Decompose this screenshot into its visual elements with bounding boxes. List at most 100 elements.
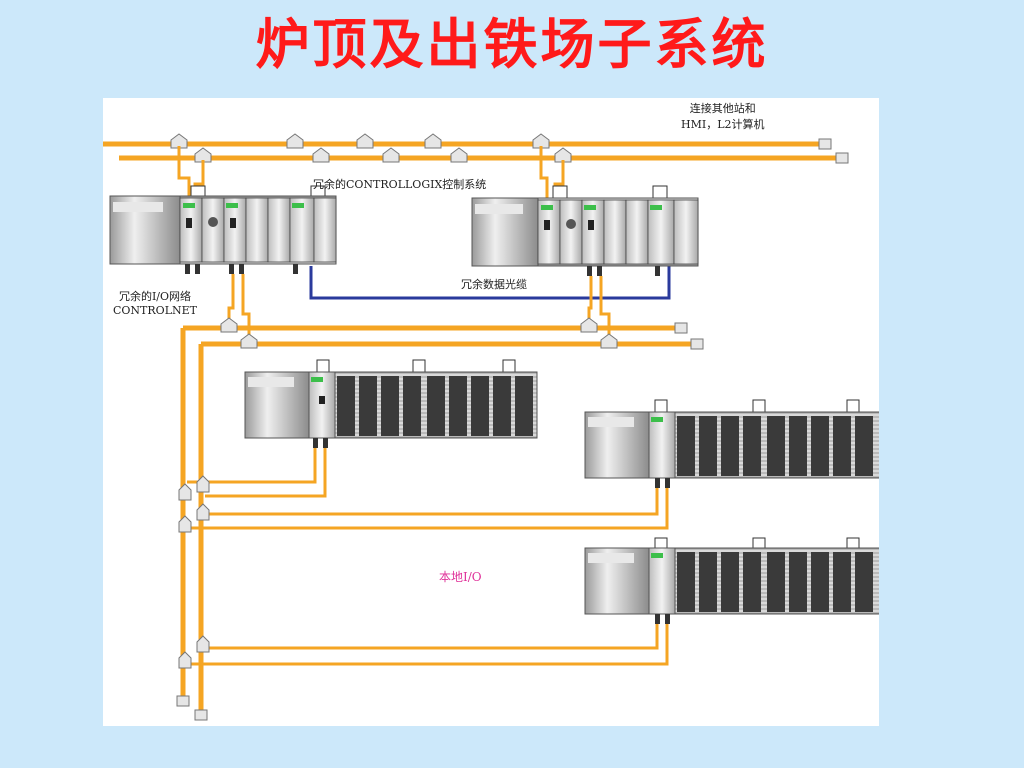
io-module bbox=[359, 376, 377, 436]
tap-connector bbox=[170, 133, 188, 149]
tap-connector bbox=[196, 503, 210, 521]
tap-connector bbox=[382, 147, 400, 163]
redundancy-module bbox=[625, 199, 649, 265]
tap-connector bbox=[532, 133, 550, 149]
drop-cable bbox=[227, 274, 235, 326]
adapter-switch bbox=[319, 396, 325, 404]
io-module bbox=[471, 376, 489, 436]
bnc-connector bbox=[323, 438, 328, 448]
power-supply-label bbox=[475, 204, 523, 214]
io-module bbox=[449, 376, 467, 436]
io-module bbox=[811, 552, 829, 612]
controlnet-terminator bbox=[674, 322, 688, 334]
fiber-label: 冗余数据光缆 bbox=[461, 278, 527, 291]
controllernet-module bbox=[245, 197, 269, 263]
io-chassis-1 bbox=[244, 359, 538, 448]
controlnet-taps bbox=[220, 317, 618, 349]
rotary-switch bbox=[208, 217, 218, 227]
status-led bbox=[651, 553, 663, 558]
trunk-cables bbox=[103, 138, 849, 164]
drop-cable bbox=[599, 276, 611, 342]
mount-bracket bbox=[654, 399, 668, 413]
controlnet-adapter bbox=[308, 371, 336, 439]
io-module bbox=[673, 199, 699, 265]
controller-chassis-left bbox=[109, 185, 337, 274]
controlnet-label-line1: 冗余的I/O网络 bbox=[118, 290, 192, 303]
io-module bbox=[833, 416, 851, 476]
controller-io-drops bbox=[227, 274, 611, 342]
io-module bbox=[721, 416, 739, 476]
io-module bbox=[699, 416, 717, 476]
controlnet-adapter bbox=[648, 411, 676, 479]
bnc-connector bbox=[195, 264, 200, 274]
drop-cable bbox=[187, 448, 317, 484]
mount-bracket bbox=[652, 185, 668, 199]
status-led bbox=[183, 203, 195, 208]
io-module bbox=[337, 376, 355, 436]
slide-title: 炉顶及出铁场子系统 bbox=[255, 12, 769, 76]
mount-bracket bbox=[502, 359, 516, 373]
io-module bbox=[313, 197, 337, 263]
status-led bbox=[584, 205, 596, 210]
key-switch bbox=[230, 218, 236, 228]
local-io-label: 本地I/O bbox=[439, 570, 482, 584]
key-switch bbox=[544, 220, 550, 230]
tap-connector bbox=[178, 483, 192, 501]
io-module bbox=[381, 376, 399, 436]
bnc-connector bbox=[587, 266, 592, 276]
controlnet-terminator bbox=[690, 338, 704, 350]
io-module bbox=[721, 552, 739, 612]
io-module bbox=[515, 376, 533, 436]
tap-connector bbox=[312, 147, 330, 163]
controllernet-module bbox=[603, 199, 627, 265]
io-module bbox=[743, 552, 761, 612]
mount-bracket bbox=[846, 399, 860, 413]
tap-connector bbox=[600, 333, 618, 349]
hmi-connection-label: 连接其他站和 HMI，L2计算机 bbox=[681, 100, 765, 132]
hmi-label-line1: 连接其他站和 bbox=[689, 102, 756, 115]
controlnet-label-line2: CONTROLNET bbox=[113, 304, 197, 317]
status-led bbox=[541, 205, 553, 210]
trunk-terminator-a bbox=[818, 138, 832, 150]
io-chassis-2 bbox=[584, 399, 879, 488]
drop-cable bbox=[539, 146, 549, 198]
bnc-connector bbox=[597, 266, 602, 276]
tap-connector bbox=[194, 147, 212, 163]
status-led bbox=[651, 417, 663, 422]
io-module bbox=[855, 552, 873, 612]
bnc-connector bbox=[655, 614, 660, 624]
power-supply-label bbox=[248, 377, 294, 387]
diagram-canvas bbox=[103, 133, 879, 721]
controllogix-label: 冗余的CONTROLLOGIX控制系统 bbox=[313, 178, 487, 191]
network-diagram: 连接其他站和 HMI，L2计算机 冗余的CONTROLLOGIX控制系统 冗余的… bbox=[103, 98, 879, 726]
tap-connector bbox=[450, 147, 468, 163]
io-taps bbox=[178, 475, 210, 669]
fiber-module bbox=[289, 197, 315, 263]
mount-bracket bbox=[412, 359, 426, 373]
tap-connector bbox=[554, 147, 572, 163]
io-modules bbox=[677, 552, 873, 612]
status-led bbox=[650, 205, 662, 210]
io-module bbox=[767, 552, 785, 612]
key-switch bbox=[186, 218, 192, 228]
drop-cable bbox=[187, 488, 669, 530]
io-module bbox=[855, 416, 873, 476]
io-module bbox=[677, 416, 695, 476]
tap-connector bbox=[424, 133, 442, 149]
drop-cable bbox=[205, 488, 659, 516]
bnc-connector bbox=[655, 478, 660, 488]
io-module bbox=[403, 376, 421, 436]
bnc-connector bbox=[655, 266, 660, 276]
mount-bracket bbox=[316, 359, 330, 373]
tap-connector bbox=[178, 651, 192, 669]
drop-cable bbox=[241, 274, 251, 342]
io-modules bbox=[677, 416, 873, 476]
redundancy-module bbox=[267, 197, 291, 263]
redundant-fiber-cable bbox=[309, 266, 671, 300]
io-module bbox=[833, 552, 851, 612]
tap-connector bbox=[580, 317, 598, 333]
power-supply-label bbox=[588, 553, 634, 563]
bnc-connector bbox=[665, 478, 670, 488]
controlnet-adapter bbox=[648, 547, 676, 615]
bnc-connector bbox=[313, 438, 318, 448]
